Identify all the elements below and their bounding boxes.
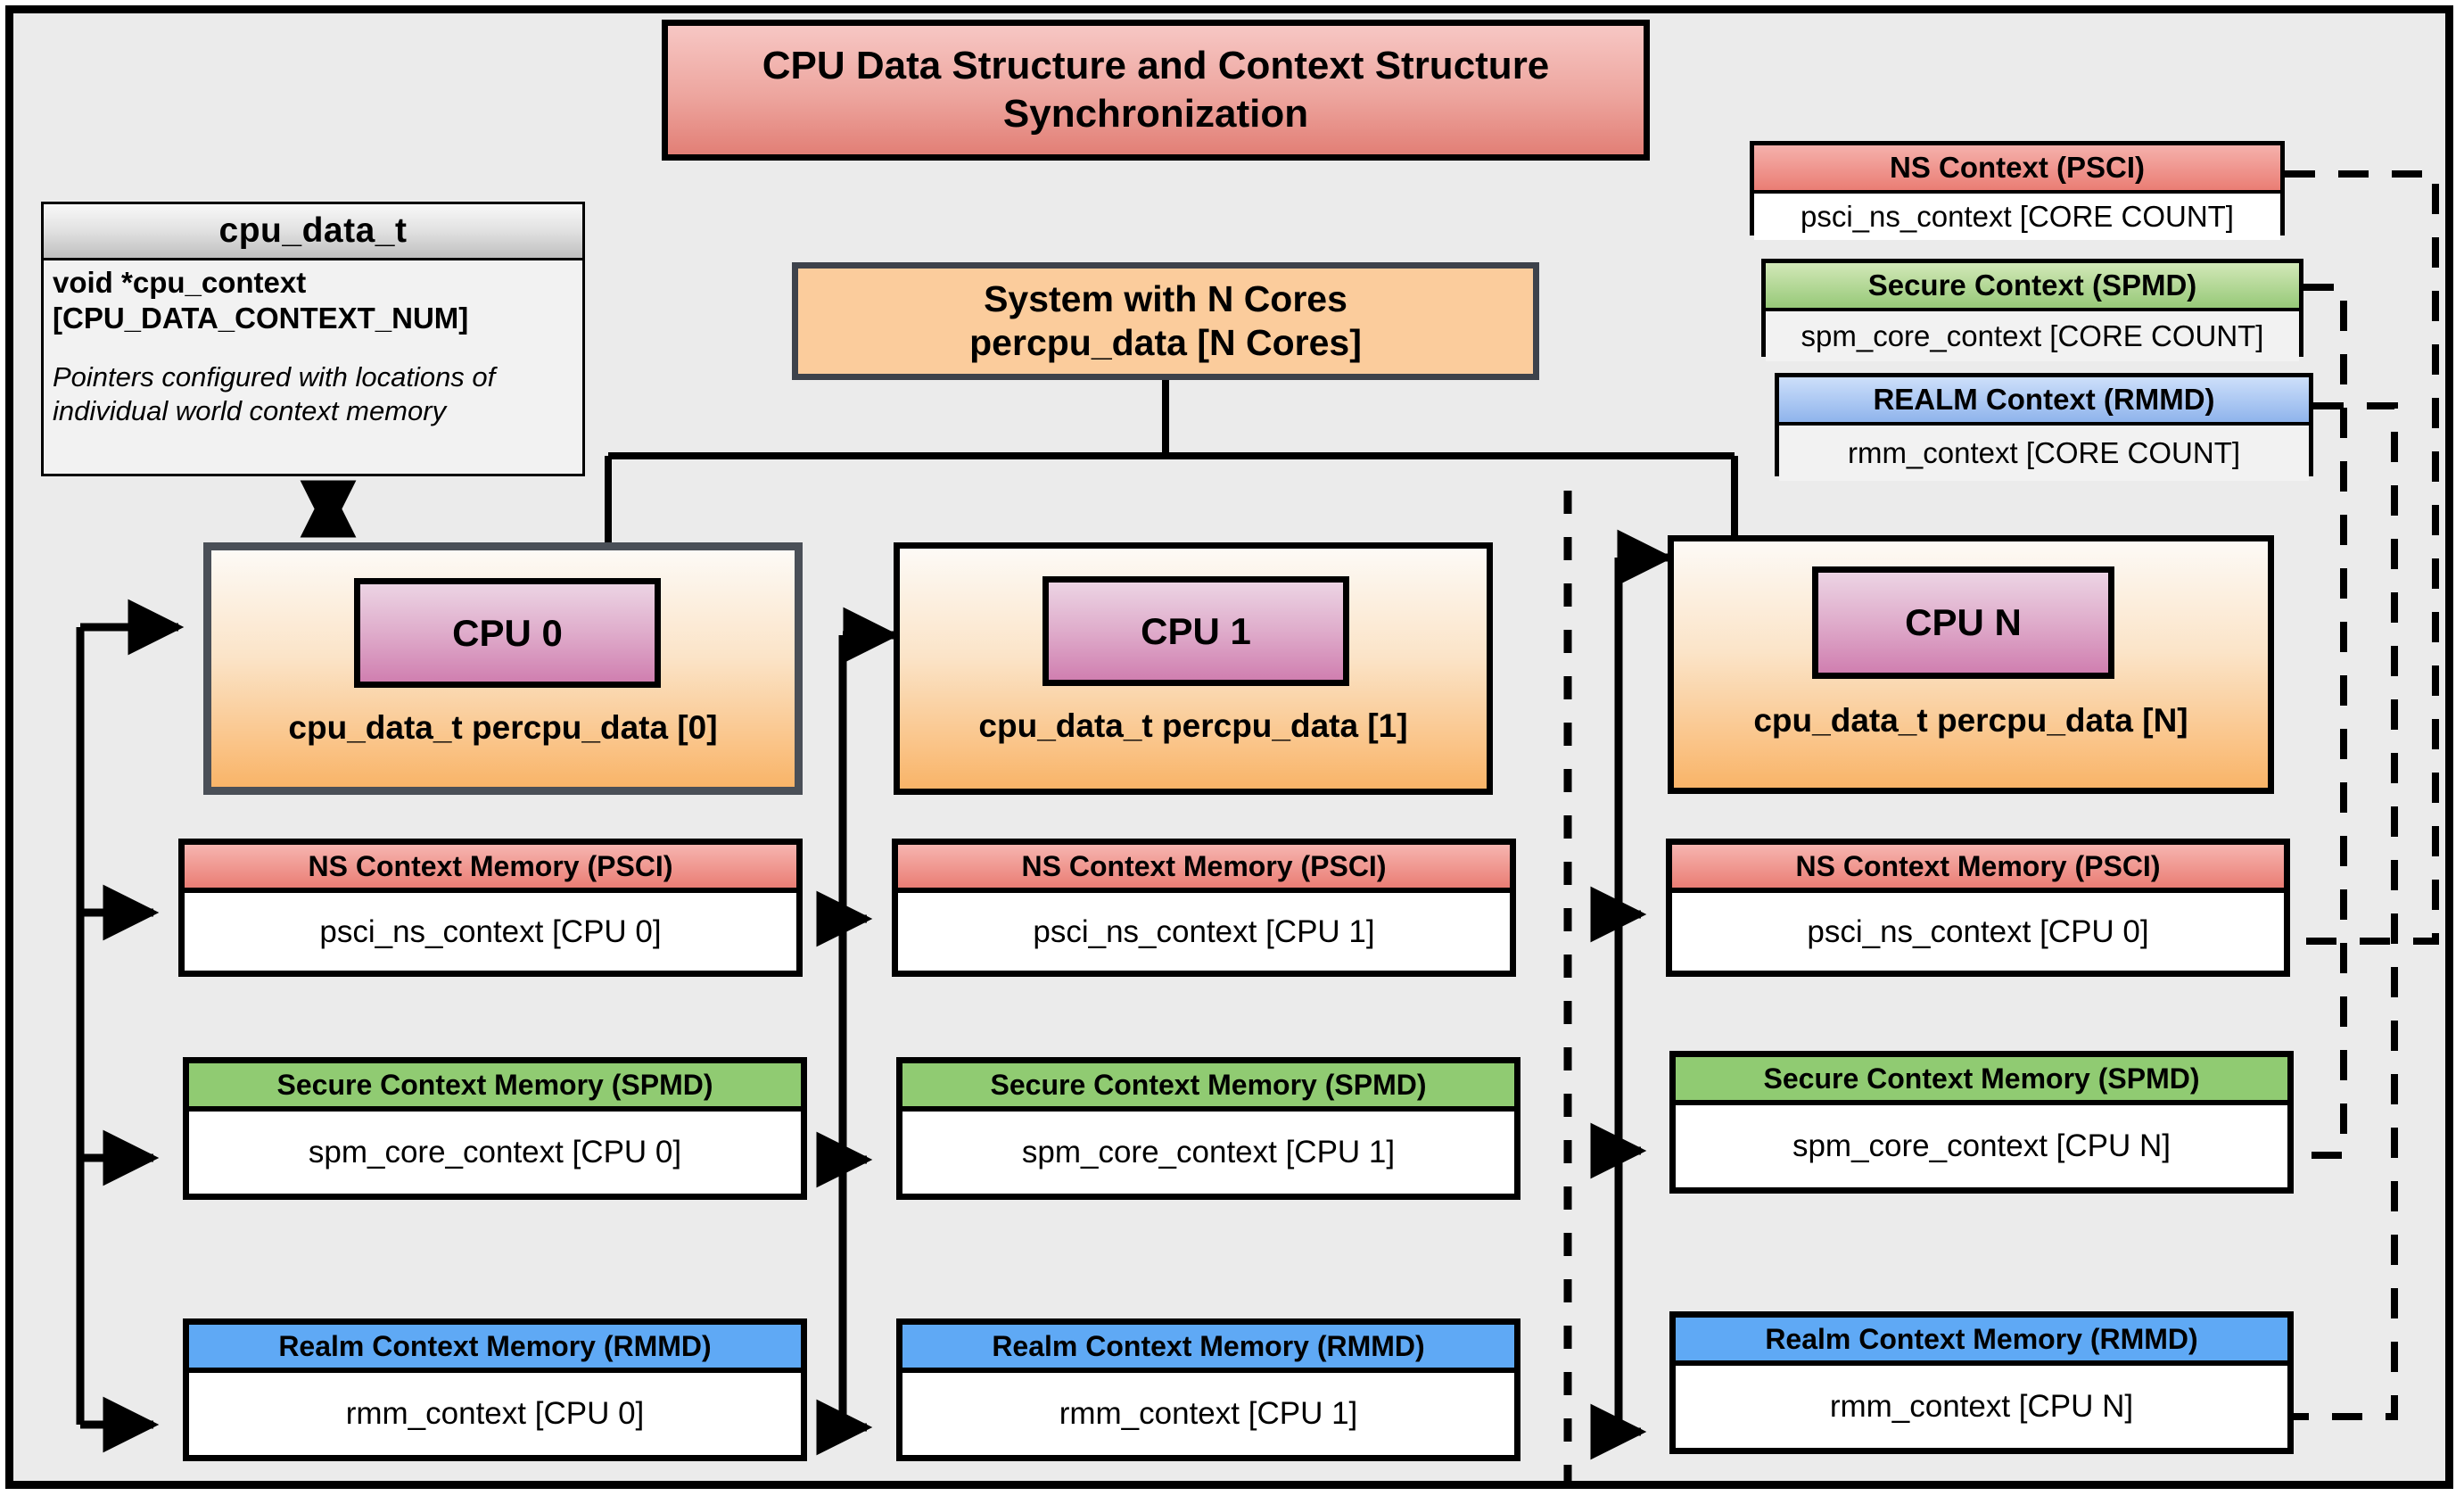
cpu-1-secure-context-memory: Secure Context Memory (SPMD) spm_core_co… <box>896 1057 1520 1200</box>
legend-ns-value: psci_ns_context [CORE COUNT] <box>1754 194 2280 240</box>
cpu-0-node: CPU 0 cpu_data_t percpu_data [0] <box>203 542 803 795</box>
cpu-n-secure-header: Secure Context Memory (SPMD) <box>1676 1057 2287 1105</box>
cpu-0-realm-context-memory: Realm Context Memory (RMMD) rmm_context … <box>183 1318 807 1461</box>
legend-realm-value: rmm_context [CORE COUNT] <box>1779 426 2309 481</box>
cpu-n-node: CPU N cpu_data_t percpu_data [N] <box>1668 535 2274 794</box>
cpu-1-realm-value: rmm_context [CPU 1] <box>1059 1396 1358 1431</box>
cpu-1-realm-header: Realm Context Memory (RMMD) <box>902 1325 1514 1373</box>
cpu-0-ns-context-memory: NS Context Memory (PSCI) psci_ns_context… <box>178 839 803 977</box>
cpu-1-realm-context-memory: Realm Context Memory (RMMD) rmm_context … <box>896 1318 1520 1461</box>
legend-ns-context: NS Context (PSCI) psci_ns_context [CORE … <box>1750 141 2285 240</box>
cpu-n-chip: CPU N <box>1812 566 2114 679</box>
cpu-1-secure-header: Secure Context Memory (SPMD) <box>902 1063 1514 1112</box>
cpu-1-chip: CPU 1 <box>1042 576 1349 686</box>
cpu-n-caption: cpu_data_t percpu_data [N] <box>1753 702 2188 739</box>
cpu-n-secure-context-memory: Secure Context Memory (SPMD) spm_core_co… <box>1669 1051 2294 1194</box>
cpu-n-ns-header: NS Context Memory (PSCI) <box>1672 845 2284 893</box>
cpu-0-ns-value: psci_ns_context [CPU 0] <box>319 913 662 949</box>
cpu-0-realm-header: Realm Context Memory (RMMD) <box>189 1325 801 1373</box>
legend-secure-value: spm_core_context [CORE COUNT] <box>1766 311 2299 361</box>
legend-realm-header: REALM Context (RMMD) <box>1779 377 2309 426</box>
legend-ns-header: NS Context (PSCI) <box>1754 145 2280 194</box>
legend-secure-context: Secure Context (SPMD) spm_core_context [… <box>1761 259 2303 361</box>
cpu-0-secure-header: Secure Context Memory (SPMD) <box>189 1063 801 1112</box>
cpu-n-realm-header: Realm Context Memory (RMMD) <box>1676 1318 2287 1366</box>
system-line2: percpu_data [N Cores] <box>969 322 1362 363</box>
system-node: System with N Cores percpu_data [N Cores… <box>792 262 1539 380</box>
legend-realm-context: REALM Context (RMMD) rmm_context [CORE C… <box>1775 373 2313 481</box>
cpu-0-secure-context-memory: Secure Context Memory (SPMD) spm_core_co… <box>183 1057 807 1200</box>
cpu-0-caption: cpu_data_t percpu_data [0] <box>288 709 718 746</box>
cpu-n-realm-value: rmm_context [CPU N] <box>1829 1389 2134 1424</box>
cpu-0-ns-header: NS Context Memory (PSCI) <box>185 845 796 893</box>
cpu-1-node: CPU 1 cpu_data_t percpu_data [1] <box>894 542 1493 795</box>
cpu-data-t-body: void *cpu_context [CPU_DATA_CONTEXT_NUM]… <box>44 258 582 474</box>
page-title: CPU Data Structure and Context Structure… <box>662 20 1650 161</box>
cpu-n-secure-value: spm_core_context [CPU N] <box>1792 1128 2171 1163</box>
cpu-1-ns-context-memory: NS Context Memory (PSCI) psci_ns_context… <box>892 839 1516 977</box>
cpu-data-t-field: void *cpu_context [CPU_DATA_CONTEXT_NUM] <box>53 266 469 335</box>
cpu-0-chip: CPU 0 <box>354 578 661 688</box>
cpu-data-t-note: Pointers configured with locations of in… <box>53 360 496 427</box>
cpu-1-caption: cpu_data_t percpu_data [1] <box>978 707 1408 744</box>
cpu-1-ns-value: psci_ns_context [CPU 1] <box>1033 913 1375 949</box>
cpu-1-secure-value: spm_core_context [CPU 1] <box>1021 1135 1396 1170</box>
cpu-n-realm-context-memory: Realm Context Memory (RMMD) rmm_context … <box>1669 1311 2294 1454</box>
cpu-n-ns-context-memory: NS Context Memory (PSCI) psci_ns_context… <box>1666 839 2290 977</box>
legend-secure-header: Secure Context (SPMD) <box>1766 263 2299 311</box>
cpu-n-ns-value: psci_ns_context [CPU 0] <box>1807 913 2149 949</box>
system-line1: System with N Cores <box>984 277 1347 319</box>
cpu-1-ns-header: NS Context Memory (PSCI) <box>898 845 1510 893</box>
cpu-data-t-header: cpu_data_t <box>44 204 582 260</box>
cpu-data-t-struct: cpu_data_t void *cpu_context [CPU_DATA_C… <box>41 202 585 476</box>
cpu-0-realm-value: rmm_context [CPU 0] <box>345 1396 645 1431</box>
cpu-0-secure-value: spm_core_context [CPU 0] <box>308 1135 682 1170</box>
